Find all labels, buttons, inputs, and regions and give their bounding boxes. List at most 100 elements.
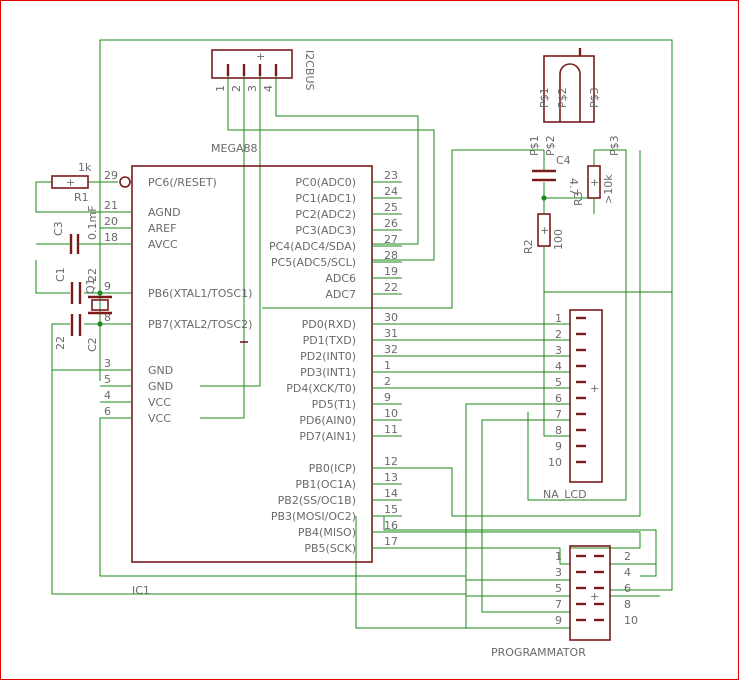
ic-left-pin-label: PB6(XTAL1/TOSC1) — [148, 287, 252, 300]
ic-right-pin-number: 11 — [384, 423, 398, 436]
ic-right-pin-label: PC5(ADC5/SCL) — [271, 256, 356, 269]
lcd-pin-number: 1 — [555, 312, 562, 325]
ic-right-pin-label: PB4(MISO) — [298, 526, 356, 539]
lcd-pin-number: 7 — [555, 408, 562, 421]
i2c-pin-num: 2 — [230, 85, 243, 92]
ic-right-pin-number: 25 — [384, 201, 398, 214]
programmer-pin-number: 4 — [624, 566, 631, 579]
ic-right-pin-label: PC4(ADC4/SDA) — [269, 240, 356, 253]
c3-name: C3 — [52, 221, 65, 236]
wire-i2c-2 — [200, 75, 245, 419]
lcd-pin-number: 8 — [555, 424, 562, 437]
ic-right-pin-number: 13 — [384, 471, 398, 484]
programmer-pin-number: 10 — [624, 614, 638, 627]
ic-body — [131, 165, 373, 563]
ic-left-pin-label: AGND — [148, 206, 181, 219]
programmer-pin-number: 9 — [555, 614, 562, 627]
i2c-plus: + — [256, 50, 265, 63]
ic-right-pin-number: 24 — [384, 185, 398, 198]
wire-gnd-bottom — [51, 370, 466, 595]
lcd-pin-number: 10 — [548, 456, 562, 469]
ic-right-pin-number: 23 — [384, 169, 398, 182]
lcd-pin-number: 6 — [555, 392, 562, 405]
ic-right-pin-number: 26 — [384, 217, 398, 230]
i2c-pin-num: 1 — [214, 85, 227, 92]
ic-right-pin-label: PD0(RXD) — [302, 318, 356, 331]
reset-pin-bubble — [119, 176, 131, 188]
junction — [541, 195, 547, 201]
ic-right-pin-label: PD1(TXD) — [303, 334, 356, 347]
wire-i2c-4 — [275, 75, 419, 245]
lcd-pin-number: 5 — [555, 376, 562, 389]
resistor-r1: + 1k R1 — [51, 161, 92, 204]
wire-i2c-3 — [200, 75, 261, 387]
i2c-pin-num: 3 — [246, 85, 259, 92]
ic-left-pin-label: GND — [148, 380, 173, 393]
sensor-pin-label: P$3 — [588, 87, 601, 108]
wire-adc7 — [262, 149, 544, 309]
programmer-pin-number: 8 — [624, 598, 631, 611]
r3-value: >10k — [602, 174, 615, 204]
r3-body — [587, 165, 601, 199]
ic-right-pin-number: 17 — [384, 535, 398, 548]
ic-left-pin-number: 9 — [104, 280, 111, 293]
ic-right-pin-number: 31 — [384, 327, 398, 340]
wire-top-bus — [99, 39, 673, 591]
lcd-pin-number: 2 — [555, 328, 562, 341]
ic-left-pin-number: 29 — [104, 169, 118, 182]
ic-right-pin-label: ADC6 — [325, 272, 356, 285]
c4-name: C4 — [556, 154, 571, 167]
ic-right-pin-number: 32 — [384, 343, 398, 356]
capacitor-c1: C1 22 — [54, 267, 99, 304]
ic-left-pin-number: 3 — [104, 357, 111, 370]
wire-r3-link — [544, 197, 595, 214]
ic-right-pin-label: PC2(ADC2) — [295, 208, 356, 221]
ic-right-pin-number: 14 — [384, 487, 398, 500]
ic-right-pin-label: PD3(INT1) — [300, 366, 356, 379]
ic-right-pin-label: PC0(ADC0) — [295, 176, 356, 189]
ic-left-pin-label: GND — [148, 364, 173, 377]
c2-value: 22 — [54, 336, 67, 350]
ic-mega88: MEGA88 IC1 29PC6(/RESET)21AGND20AREF18AV… — [100, 142, 402, 597]
programmer-pin-number: 5 — [555, 582, 562, 595]
ic-right-pin-number: 30 — [384, 311, 398, 324]
lcd-pin-number: 4 — [555, 360, 562, 373]
q1-name: Q1 — [84, 278, 97, 294]
programmer-pin-number: 2 — [624, 550, 631, 563]
ic-right-pin-label: PB2(SS/OC1B) — [278, 494, 356, 507]
ic-right-pin-number: 16 — [384, 519, 398, 532]
i2c-connector: + 1 2 3 4 I2CBUS — [211, 49, 316, 92]
resistor-r2: + R2 100 — [522, 213, 565, 254]
r2-body — [537, 213, 551, 247]
wire-lcd-bottom — [527, 149, 627, 501]
ic-right-pin-label: PB5(SCK) — [304, 542, 356, 555]
ic-right-pin-label: ADC7 — [325, 288, 356, 301]
sensor-shape — [559, 63, 581, 122]
ic-right-pin-label: PC1(ADC1) — [295, 192, 356, 205]
lcd-pin-number: 9 — [555, 440, 562, 453]
capacitor-c3: C3 0.1mF — [52, 205, 99, 254]
c1-value: 22 — [86, 268, 99, 282]
ic-right-pin-label: PD5(T1) — [312, 398, 356, 411]
ic-right-pin-number: 22 — [384, 281, 398, 294]
ic-name: MEGA88 — [211, 142, 258, 155]
r3-name: R3 — [572, 191, 585, 206]
wire-r1-left — [35, 181, 100, 213]
ic-right-pin-label: PD6(AIN0) — [299, 414, 356, 427]
ic-left-pin-number: 20 — [104, 215, 118, 228]
programmer-plus: + — [590, 590, 599, 603]
c4-pin-label: P$1 — [528, 135, 541, 156]
r3-pin-label: P$3 — [608, 135, 621, 156]
wire-pb0 — [372, 150, 641, 517]
programmer-name: PROGRAMMATOR — [491, 646, 586, 659]
lcd-name: NA_LCD — [543, 488, 587, 501]
ic-left-pin-number: 18 — [104, 231, 118, 244]
crystal-q1: Q1 — [84, 278, 112, 315]
wire-pb5 — [372, 547, 570, 565]
ic-left-pin-label: AVCC — [148, 238, 178, 251]
wire-vcc6 — [99, 417, 467, 628]
r2-plus: + — [540, 224, 549, 237]
ic-right-pin-number: 27 — [384, 233, 398, 246]
